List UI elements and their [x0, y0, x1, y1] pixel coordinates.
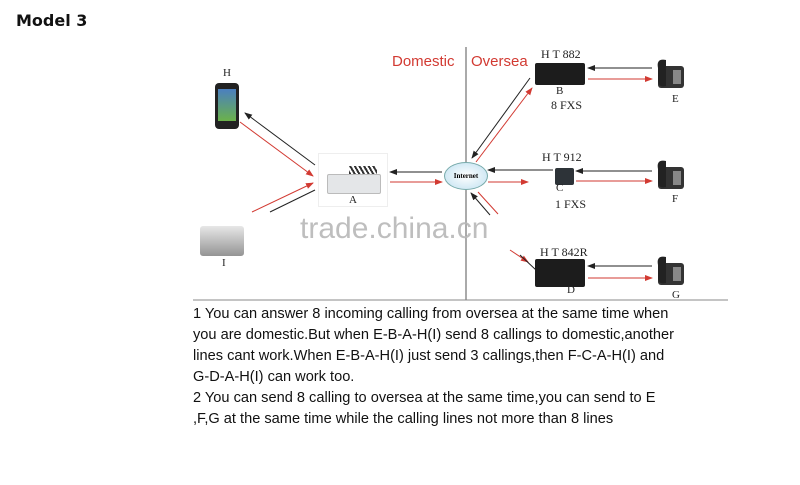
note-line: you are domestic.But when E-B-A-H(I) sen… — [193, 327, 675, 343]
telephone-g-icon — [656, 255, 686, 287]
telephone-f-icon — [656, 159, 686, 191]
node-i-label: I — [222, 257, 226, 269]
node-c-label: C — [556, 182, 564, 194]
arrow-a-to-h — [244, 112, 316, 166]
note-line: 1 You can answer 8 incoming calling from… — [193, 306, 669, 322]
arrow-internet-to-d — [477, 191, 499, 215]
node-h-label: H — [223, 67, 231, 79]
arrow-d-to-internet — [470, 192, 491, 216]
node-a-label: A — [349, 194, 357, 206]
model-title: Model 3 — [16, 11, 88, 30]
node-d-label: D — [567, 284, 575, 296]
device-b — [535, 63, 585, 85]
arrow-d-line — [519, 254, 537, 271]
note-line: 2 You can send 8 calling to oversea at t… — [193, 390, 656, 406]
node-d-model: H T 842R — [540, 245, 588, 259]
device-c — [555, 168, 574, 185]
arrow-a-to-i — [269, 189, 316, 213]
arrow-i-to-a — [251, 182, 314, 213]
device-i — [200, 226, 244, 256]
notes: 1 You can answer 8 incoming calling from… — [193, 304, 753, 430]
node-c-model: H T 912 — [542, 150, 582, 164]
node-e-label: E — [672, 93, 679, 105]
telephone-e-icon — [656, 58, 686, 90]
note-line: G-D-A-H(I) can work too. — [193, 369, 355, 385]
watermark: trade.china.cn — [300, 212, 489, 245]
smartphone-icon — [215, 83, 239, 129]
arrow-b-to-internet — [471, 77, 531, 159]
domestic-label: Domestic — [392, 53, 455, 70]
node-b-label: B — [556, 85, 564, 97]
internet-cloud-icon: Internet — [444, 162, 488, 190]
node-g-label: G — [672, 289, 680, 301]
note-line: ,F,G at the same time while the calling … — [193, 411, 614, 427]
device-d — [535, 259, 585, 287]
node-b-ports: 8 FXS — [551, 98, 583, 112]
node-c-ports: 1 FXS — [555, 197, 587, 211]
node-f-label: F — [672, 193, 679, 205]
note-line: lines cant work.When E-B-A-H(I) just sen… — [193, 348, 665, 364]
gateway-a — [318, 153, 388, 207]
arrow-h-to-a — [239, 121, 314, 177]
node-b-model: H T 882 — [541, 47, 581, 61]
oversea-label: Oversea — [471, 53, 528, 70]
arrow-internet-to-b — [475, 87, 533, 163]
